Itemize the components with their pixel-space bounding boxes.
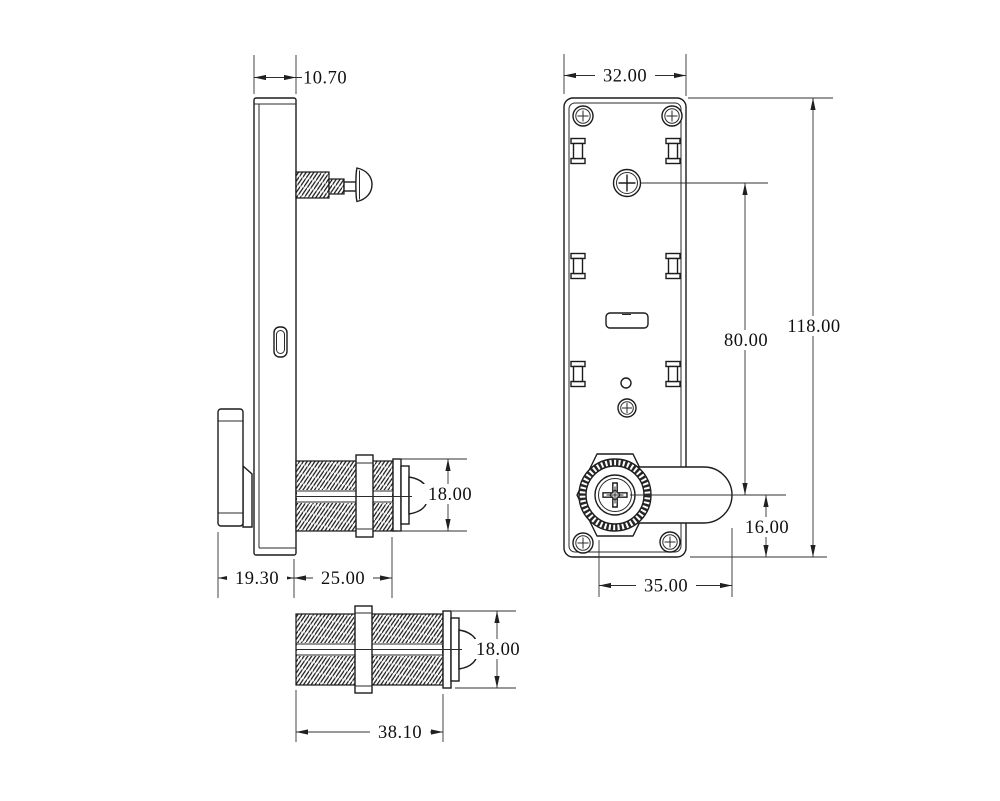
- dim-label-screw-to-cam: 80.00: [724, 331, 768, 351]
- dim-barrel-diameter: 18.00: [452, 610, 528, 689]
- dim-screw-to-cam: 80.00: [716, 183, 776, 495]
- threaded-stud: [295, 167, 373, 203]
- slot: [665, 137, 681, 165]
- lock-barrel-side: [295, 454, 429, 538]
- dim-label-cam-overhang: 19.30: [235, 569, 279, 589]
- dim-cylinder-diameter: 18.00: [397, 458, 480, 532]
- side-panel: [253, 97, 297, 556]
- corner-screw-bottom-left: [572, 532, 594, 554]
- dim-plate-width: 32.00: [563, 54, 687, 96]
- dimensions: 10.70 32.00 19.30 25.00: [217, 54, 849, 743]
- dim-panel-thickness: 10.70: [253, 55, 347, 94]
- dim-label-barrel-diameter: 18.00: [476, 640, 520, 660]
- corner-screw-bottom-right: [659, 531, 681, 553]
- key-cross: [602, 482, 628, 508]
- dim-label-cam-length: 35.00: [644, 577, 688, 597]
- barrel-bottom-view: [295, 605, 479, 694]
- slot: [570, 360, 586, 388]
- lower-screw: [617, 398, 637, 418]
- dim-cam-length: 35.00: [598, 528, 733, 597]
- dim-label-thread-length: 25.00: [321, 569, 365, 589]
- slot: [570, 252, 586, 280]
- slot: [570, 137, 586, 165]
- slot: [665, 252, 681, 280]
- dim-label-plate-height: 118.00: [787, 317, 840, 337]
- screw-head: [355, 167, 373, 203]
- dim-label-panel-thickness: 10.70: [303, 69, 347, 89]
- dim-cam-to-bottom: 16.00: [737, 495, 797, 557]
- dim-label-cylinder-diameter: 18.00: [428, 485, 472, 505]
- corner-screw-top-right: [661, 105, 683, 127]
- slot: [665, 360, 681, 388]
- front-view: [563, 97, 733, 558]
- mounting-slots: [570, 137, 681, 388]
- side-view: [217, 97, 429, 556]
- window-slot: [605, 312, 649, 329]
- small-hole: [620, 377, 632, 389]
- dim-plate-height: 118.00: [779, 98, 849, 557]
- dim-label-plate-width: 32.00: [603, 67, 647, 87]
- center-screw: [612, 168, 642, 198]
- cam-lever-side: [217, 408, 253, 528]
- dim-barrel-length: 38.10: [295, 690, 444, 743]
- corner-screw-top-left: [572, 105, 594, 127]
- dim-cam-overhang: 19.30 25.00: [217, 532, 393, 598]
- dim-label-barrel-length: 38.10: [378, 723, 422, 743]
- dim-label-cam-to-bottom: 16.00: [745, 518, 789, 538]
- panel-slot-detail: [273, 326, 288, 358]
